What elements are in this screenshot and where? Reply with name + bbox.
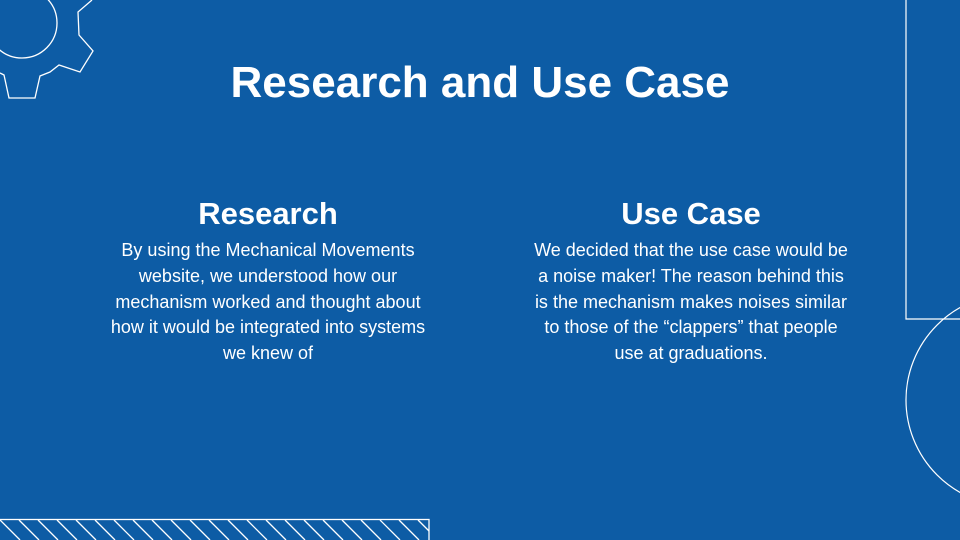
hatch-line xyxy=(322,519,344,540)
hatch-line xyxy=(170,519,192,540)
hatch-line xyxy=(284,519,306,540)
hatch-line xyxy=(398,519,420,540)
corner-frame xyxy=(905,0,960,494)
research-column: Research By using the Mechanical Movemen… xyxy=(108,196,428,367)
hatched-bar xyxy=(0,518,430,540)
hatch-line xyxy=(379,519,401,540)
hatch-line xyxy=(227,519,249,540)
hatch-line xyxy=(75,519,97,540)
gear-icon xyxy=(0,0,94,99)
hatch-line xyxy=(94,519,116,540)
hatch-line xyxy=(341,519,363,540)
hatch-line xyxy=(208,519,230,540)
hatch-line xyxy=(18,519,40,540)
research-body: By using the Mechanical Movements websit… xyxy=(110,240,426,364)
hatch-line xyxy=(56,519,78,540)
use-case-column: Use Case We decided that the use case wo… xyxy=(531,196,851,367)
use-case-heading: Use Case xyxy=(621,196,761,231)
slide-title: Research and Use Case xyxy=(230,58,730,107)
research-heading: Research xyxy=(198,196,338,231)
hatch-line xyxy=(37,519,59,540)
hatch-line xyxy=(113,519,135,540)
hatch-line xyxy=(189,519,211,540)
hatch-line xyxy=(246,519,268,540)
hatch-line xyxy=(417,519,430,532)
hatch-line xyxy=(0,519,21,540)
hatch-line xyxy=(132,519,154,540)
hatch-line xyxy=(265,519,287,540)
hatch-line xyxy=(151,519,173,540)
use-case-body: We decided that the use case would be a … xyxy=(534,240,848,364)
hatch-line xyxy=(360,519,382,540)
hatch-line xyxy=(303,519,325,540)
